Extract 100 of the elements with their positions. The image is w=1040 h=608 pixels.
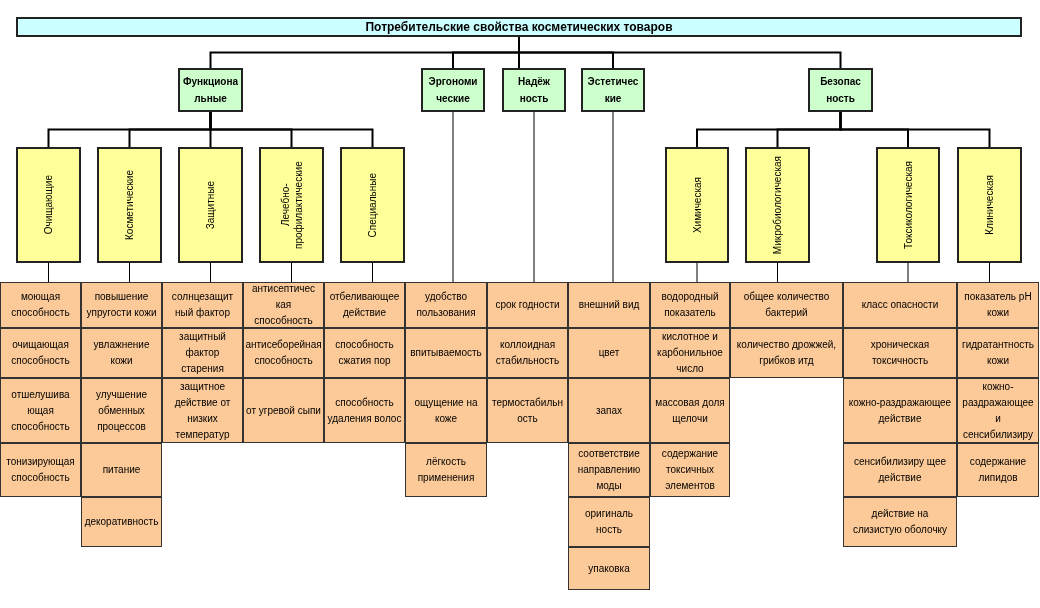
rotated-label: Клиническая — [983, 175, 996, 235]
label-text: Эргономи ческие — [427, 75, 479, 106]
property-cell — [957, 328, 1039, 378]
label-text: повышение упругости кожи — [85, 290, 158, 320]
property-cell — [568, 378, 650, 443]
subcategory-box — [876, 147, 940, 263]
rotated-label: Токсикологическая — [901, 161, 915, 249]
property-cell — [843, 497, 957, 547]
property-cell — [568, 547, 650, 590]
connector-line — [518, 36, 842, 69]
property-cell — [81, 443, 162, 497]
category-box — [808, 68, 873, 112]
label-text: показатель pH кожи — [963, 290, 1033, 320]
label-text: удобство пользования — [415, 290, 477, 320]
label-text: очищающая способность — [10, 338, 71, 368]
label-text: питание — [102, 463, 141, 477]
property-cell — [568, 443, 650, 497]
label-text: запах — [595, 403, 623, 418]
label-text: ощущение на коже — [413, 395, 479, 426]
rotated-label: Специальные — [366, 172, 379, 238]
label-text: Функциона льные — [182, 75, 239, 106]
label-text: способность сжатия пор — [334, 338, 395, 368]
label-text: антисептичес кая способность — [250, 282, 317, 328]
property-cell — [568, 282, 650, 328]
label-text: отшелушива ющая способность — [10, 387, 71, 434]
subcategory-box — [745, 147, 810, 263]
category-box — [178, 68, 243, 112]
connector-line — [612, 111, 614, 283]
property-cell — [81, 378, 162, 443]
label-text: действие на слизистую оболочку — [851, 507, 949, 537]
label-text: массовая доля щелочи — [654, 395, 726, 426]
subcategory-box — [97, 147, 162, 263]
subcategory-box — [259, 147, 324, 263]
connector-line — [210, 262, 211, 283]
property-cell — [843, 282, 957, 328]
connector-line — [209, 111, 374, 148]
label-text: внешний вид — [578, 298, 640, 312]
connector-line — [696, 262, 698, 283]
subcategory-box — [957, 147, 1022, 263]
property-cell — [162, 378, 243, 443]
label-text: срок годности — [495, 298, 560, 312]
label-text: кожно-раздражающее действие — [847, 395, 953, 426]
label-text: декоративность — [84, 515, 159, 529]
property-cell — [81, 497, 162, 547]
subcategory-box — [178, 147, 243, 263]
property-cell — [162, 328, 243, 378]
property-cell — [843, 443, 957, 497]
connector-line — [372, 262, 373, 283]
property-cell — [162, 282, 243, 328]
property-cell — [405, 282, 487, 328]
property-cell — [243, 282, 324, 328]
property-cell — [568, 328, 650, 378]
property-cell — [0, 443, 81, 497]
label-text: моющая способность — [10, 290, 71, 320]
label-text: количество дрожжей, грибков итд — [735, 338, 838, 368]
property-cell — [957, 443, 1039, 497]
label-text: тонизирующая способность — [5, 455, 76, 485]
property-cell — [843, 378, 957, 443]
connector-line — [452, 111, 454, 283]
property-cell — [0, 282, 81, 328]
property-cell — [81, 328, 162, 378]
property-cell — [650, 378, 730, 443]
rotated-label: Химическая — [690, 176, 704, 234]
label-text: коллоидная стабильность — [494, 338, 561, 368]
label-text: Потребительские свойства косметических товаров — [365, 19, 673, 36]
label-text: от угревой сыпи — [246, 403, 321, 418]
property-cell — [487, 378, 568, 443]
property-cell — [650, 282, 730, 328]
connector-line — [777, 262, 778, 283]
property-cell — [243, 378, 324, 443]
property-cell — [405, 378, 487, 443]
subcategory-box — [16, 147, 81, 263]
property-cell — [568, 497, 650, 547]
label-text: оригиналь ность — [583, 507, 635, 537]
label-text: упаковка — [588, 561, 630, 576]
label-text: кожно-раздражающее и сенсибилизиру — [961, 379, 1035, 442]
property-cell — [730, 328, 843, 378]
label-text: антисеборейная способность — [245, 338, 322, 368]
label-text: цвет — [598, 346, 620, 360]
category-box — [581, 68, 645, 112]
label-text: отбеливающее действие — [328, 290, 401, 320]
property-cell — [405, 443, 487, 497]
title-box — [16, 17, 1022, 37]
property-cell — [730, 282, 843, 328]
property-cell — [405, 328, 487, 378]
label-text: соответствие направлению моды — [576, 447, 642, 493]
label-text: кислотное и карбонильное число — [656, 330, 724, 376]
label-text: впитываемость — [410, 346, 482, 360]
rotated-label: Лечебно-профилактические — [278, 160, 305, 251]
label-text: лёгкость применения — [416, 455, 476, 485]
label-text: водородный показатель — [660, 290, 720, 320]
label-text: общее количество бактерий — [742, 290, 831, 320]
connector-line — [48, 262, 49, 283]
label-text: содержание токсичных элементов — [660, 447, 720, 493]
connector-line — [989, 262, 990, 283]
property-cell — [324, 328, 405, 378]
category-box — [421, 68, 485, 112]
label-text: способность удаления волос — [327, 395, 402, 426]
label-text: увлажнение кожи — [92, 338, 151, 368]
connector-line — [291, 262, 292, 283]
